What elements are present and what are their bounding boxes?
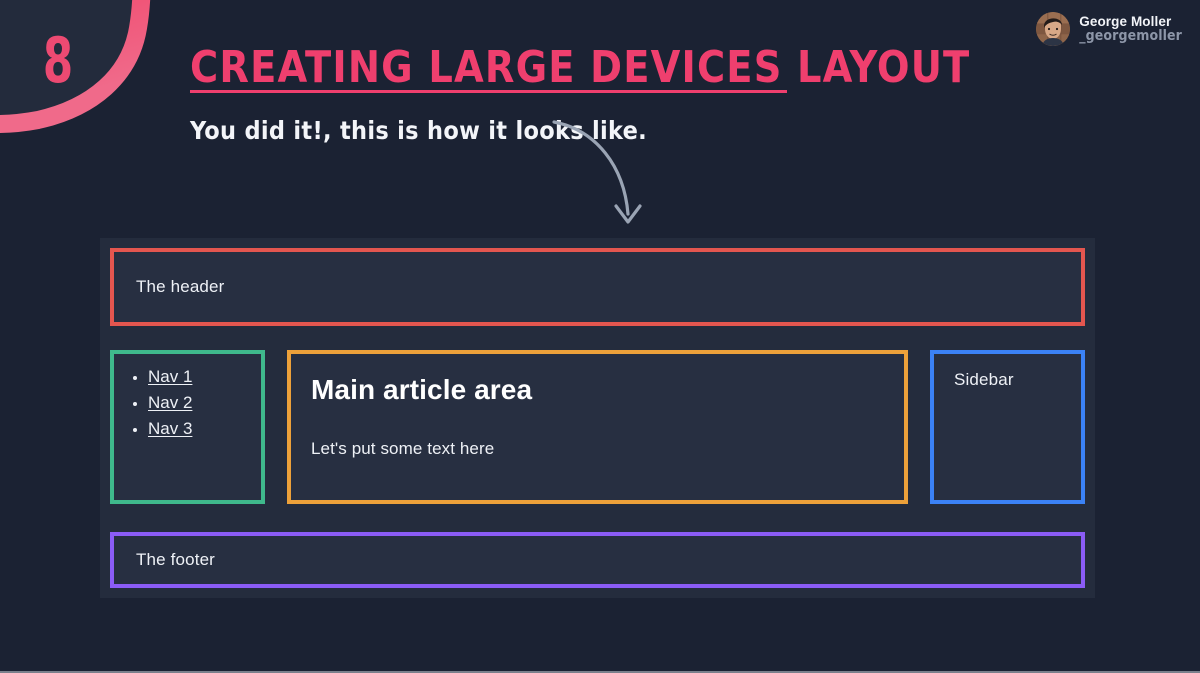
list-item[interactable]: Nav 2 — [148, 394, 261, 411]
slide-number-text: 8 — [42, 24, 74, 97]
region-footer: The footer — [110, 532, 1085, 588]
region-header: The header — [110, 248, 1085, 326]
author-text: George Moller _georgemoller — [1079, 14, 1182, 45]
region-footer-label: The footer — [136, 550, 215, 569]
nav-link-3[interactable]: Nav 3 — [148, 419, 193, 438]
nav-link-2[interactable]: Nav 2 — [148, 393, 193, 412]
layout-middle-row: Nav 1 Nav 2 Nav 3 Main article area Let'… — [110, 350, 1085, 504]
region-main-article: Main article area Let's put some text he… — [287, 350, 908, 504]
author-name: George Moller — [1079, 13, 1172, 29]
title-underline — [190, 90, 787, 93]
page-subtitle: You did it!, this is how it looks like. — [190, 116, 648, 145]
nav-list: Nav 1 Nav 2 Nav 3 — [114, 368, 261, 437]
nav-link-1[interactable]: Nav 1 — [148, 367, 193, 386]
region-header-label: The header — [136, 277, 225, 296]
main-article-text: Let's put some text here — [311, 439, 495, 458]
page-title: CREATING LARGE DEVICES LAYOUT — [190, 42, 971, 93]
author-chip[interactable]: George Moller _georgemoller — [1036, 12, 1182, 46]
list-item[interactable]: Nav 3 — [148, 420, 261, 437]
region-sidebar: Sidebar — [930, 350, 1085, 504]
list-item[interactable]: Nav 1 — [148, 368, 261, 385]
slide-number-badge: 8 — [0, 0, 174, 164]
region-nav: Nav 1 Nav 2 Nav 3 — [110, 350, 265, 504]
main-article-title: Main article area — [311, 374, 533, 405]
layout-demo-panel: The header Nav 1 Nav 2 Nav 3 Main arti — [100, 238, 1095, 598]
bottom-edge-line — [0, 671, 1200, 673]
author-handle: _georgemoller — [1079, 27, 1182, 44]
region-sidebar-label: Sidebar — [954, 370, 1014, 389]
avatar — [1036, 12, 1071, 46]
